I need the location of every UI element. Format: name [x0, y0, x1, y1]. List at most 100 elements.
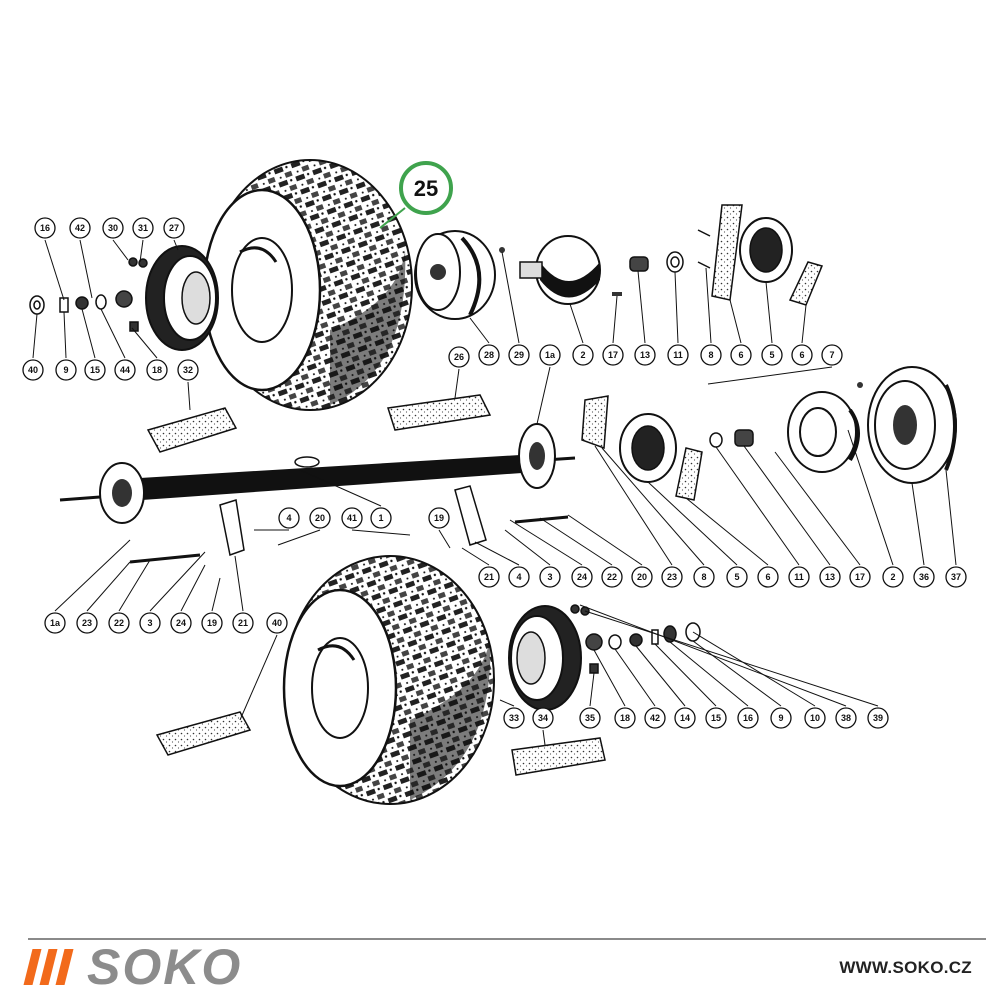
website-link[interactable]: WWW.SOKO.CZ	[839, 958, 972, 977]
tube-flap-32	[146, 407, 238, 453]
callout-44[interactable]: 44	[114, 359, 136, 381]
callout-circle	[84, 359, 106, 381]
callout-2[interactable]: 2	[882, 566, 904, 588]
callout-18[interactable]: 18	[614, 707, 636, 729]
callout-2[interactable]: 2	[572, 344, 594, 366]
callout-30[interactable]: 30	[102, 217, 124, 239]
callout-20[interactable]: 20	[309, 507, 331, 529]
callout-circle	[705, 707, 727, 729]
callout-4[interactable]: 4	[508, 566, 530, 588]
callout-20[interactable]: 20	[631, 566, 653, 588]
callout-23[interactable]: 23	[76, 612, 98, 634]
callout-11[interactable]: 11	[788, 566, 810, 588]
callout-36[interactable]: 36	[913, 566, 935, 588]
callout-22[interactable]: 22	[601, 566, 623, 588]
callout-label: 11	[794, 572, 804, 582]
callout-label: 15	[711, 713, 721, 723]
callout-label: 31	[138, 223, 148, 233]
callout-label: 40	[272, 618, 282, 628]
callout-13[interactable]: 13	[819, 566, 841, 588]
callout-38[interactable]: 38	[835, 707, 857, 729]
leader-line	[44, 239, 65, 301]
callout-16[interactable]: 16	[34, 217, 56, 239]
callout-circle	[757, 566, 779, 588]
callout-24[interactable]: 24	[170, 612, 192, 634]
callout-6[interactable]: 6	[730, 344, 752, 366]
callout-6[interactable]: 6	[791, 344, 813, 366]
callout-39[interactable]: 39	[867, 707, 889, 729]
highlight-callout-25[interactable]: 25	[379, 161, 453, 229]
leader-line	[593, 649, 626, 707]
axle-beam	[59, 423, 576, 564]
callout-19[interactable]: 19	[201, 612, 223, 634]
callout-24[interactable]: 24	[571, 566, 593, 588]
callout-5[interactable]: 5	[726, 566, 748, 588]
callout-circle	[726, 566, 748, 588]
callout-18[interactable]: 18	[146, 359, 168, 381]
callout-41[interactable]: 41	[341, 507, 363, 529]
upper-tyre	[202, 159, 413, 411]
callout-37[interactable]: 37	[945, 566, 967, 588]
callout-4[interactable]: 4	[278, 507, 300, 529]
callout-5[interactable]: 5	[761, 344, 783, 366]
callout-3[interactable]: 3	[139, 612, 161, 634]
callout-circle	[232, 612, 254, 634]
callout-label: 3	[147, 618, 152, 628]
callout-16[interactable]: 16	[737, 707, 759, 729]
callout-13[interactable]: 13	[634, 344, 656, 366]
callout-19[interactable]: 19	[428, 507, 450, 529]
callout-3[interactable]: 3	[539, 566, 561, 588]
leader-line	[86, 561, 131, 612]
callout-15[interactable]: 15	[705, 707, 727, 729]
callout-1a[interactable]: 1a	[44, 612, 66, 634]
leader-line	[180, 564, 206, 612]
callout-28[interactable]: 28	[478, 344, 500, 366]
callout-40[interactable]: 40	[22, 359, 44, 381]
callout-17[interactable]: 17	[602, 344, 624, 366]
callout-8[interactable]: 8	[693, 566, 715, 588]
callout-6[interactable]: 6	[757, 566, 779, 588]
callout-40[interactable]: 40	[266, 612, 288, 634]
callout-33[interactable]: 33	[503, 707, 525, 729]
callout-1[interactable]: 1	[370, 507, 392, 529]
callout-11[interactable]: 11	[667, 344, 689, 366]
callout-42[interactable]: 42	[644, 707, 666, 729]
callout-circle	[163, 217, 185, 239]
callout-circle	[146, 359, 168, 381]
leader-line	[584, 610, 879, 707]
leader-line	[743, 445, 831, 566]
callout-34[interactable]: 34	[532, 707, 554, 729]
callout-27[interactable]: 27	[163, 217, 185, 239]
callout-label: 5	[769, 350, 774, 360]
callout-7[interactable]: 7	[821, 344, 843, 366]
callout-14[interactable]: 14	[674, 707, 696, 729]
callout-23[interactable]: 23	[661, 566, 683, 588]
callout-9[interactable]: 9	[55, 359, 77, 381]
callout-10[interactable]: 10	[804, 707, 826, 729]
callout-8[interactable]: 8	[700, 344, 722, 366]
leader-line	[635, 645, 686, 707]
leader-line	[131, 327, 158, 359]
callout-31[interactable]: 31	[132, 217, 154, 239]
callout-circle	[945, 566, 967, 588]
callout-42[interactable]: 42	[69, 217, 91, 239]
callout-21[interactable]: 21	[478, 566, 500, 588]
callout-circle	[177, 359, 199, 381]
callout-22[interactable]: 22	[108, 612, 130, 634]
callout-32[interactable]: 32	[177, 359, 199, 381]
callout-9[interactable]: 9	[770, 707, 792, 729]
leader-line	[614, 648, 656, 707]
callout-26[interactable]: 26	[448, 346, 470, 368]
callout-15[interactable]: 15	[84, 359, 106, 381]
callout-label: 39	[873, 713, 883, 723]
callout-label: 15	[90, 365, 100, 375]
callout-1a[interactable]: 1a	[539, 344, 561, 366]
leader-line	[539, 517, 613, 566]
callout-29[interactable]: 29	[508, 344, 530, 366]
callout-circle	[102, 217, 124, 239]
lower-rim	[508, 605, 582, 711]
callout-21[interactable]: 21	[232, 612, 254, 634]
callout-17[interactable]: 17	[849, 566, 871, 588]
callout-35[interactable]: 35	[579, 707, 601, 729]
